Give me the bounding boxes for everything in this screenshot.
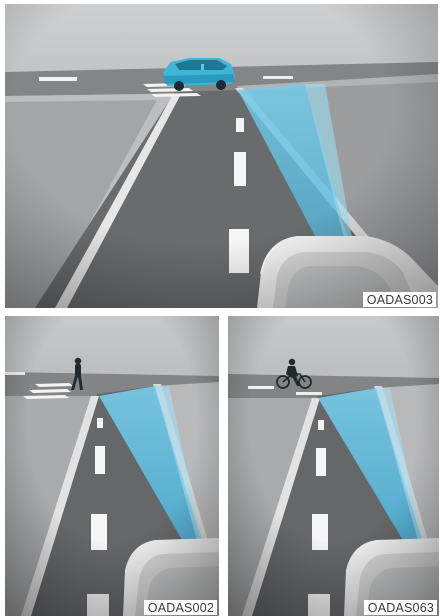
image-code: OADAS063 <box>364 600 437 615</box>
vehicle-scene <box>5 4 438 308</box>
cyclist-scene <box>228 316 439 616</box>
illustration-pedestrian-detection: OADAS002 <box>5 316 219 616</box>
image-code: OADAS003 <box>363 292 436 307</box>
illustration-cyclist-detection: OADAS063 <box>228 316 439 616</box>
image-code: OADAS002 <box>144 600 217 615</box>
illustration-vehicle-detection: OADAS003 <box>5 4 438 308</box>
pedestrian-scene <box>5 316 219 616</box>
